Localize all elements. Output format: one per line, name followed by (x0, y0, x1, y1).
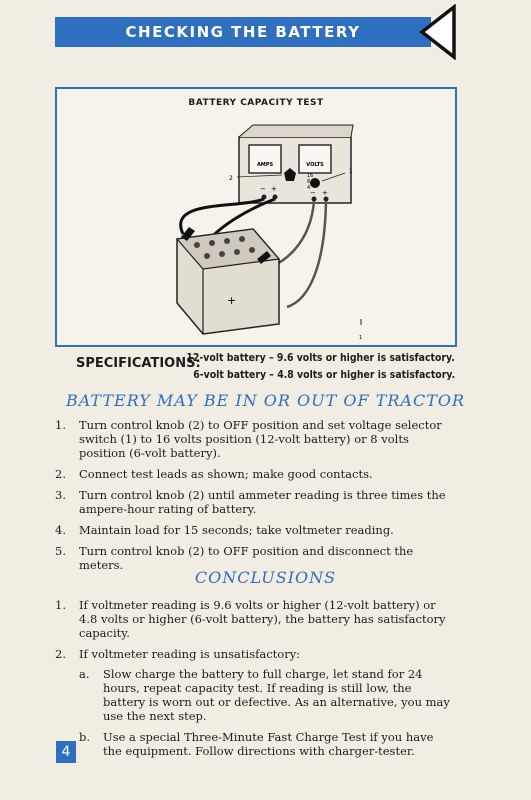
list-item: 3.Turn control knob (2) until ammeter re… (55, 488, 446, 516)
specifications-label: SPECIFICATIONS: (76, 356, 201, 371)
svg-text:+: + (227, 294, 236, 307)
page-title: CHECKING THE BATTERY (125, 23, 361, 41)
section-heading-battery-location: BATTERY MAY BE IN OR OUT OF TRACTOR (65, 391, 466, 410)
test-steps-list: 1.Turn control knob (2) to OFF position … (55, 418, 455, 579)
sub-list-item: a.Slow charge the battery to full charge… (79, 667, 450, 723)
svg-text:16: 16 (307, 173, 313, 179)
sub-list-item: b.Use a special Three-Minute Fast Charge… (79, 730, 434, 758)
header-bar: CHECKING THE BATTERY (55, 17, 431, 47)
sub-list: a.Slow charge the battery to full charge… (79, 667, 455, 758)
conclusions-list: 1.If voltmeter reading is 9.6 volts or h… (55, 598, 455, 765)
list-item: 2.Connect test leads as shown; make good… (55, 467, 373, 481)
voltage-selector (310, 178, 320, 188)
svg-text:8: 8 (307, 179, 310, 185)
spec-12-volt: 12-volt battery – 9.6 volts or higher is… (186, 351, 455, 364)
page-number: 4 (56, 741, 76, 763)
figure-title: BATTERY CAPACITY TEST (188, 98, 324, 108)
ammeter (248, 144, 282, 174)
list-item: 1.If voltmeter reading is 9.6 volts or h… (55, 598, 446, 640)
triangle-left-icon[interactable] (418, 4, 458, 60)
svg-text:2: 2 (229, 175, 233, 182)
voltmeter-label: VOLTS (306, 162, 324, 168)
list-item: 4.Maintain load for 15 seconds; take vol… (55, 523, 394, 537)
control-knob (284, 168, 296, 181)
svg-text:1: 1 (349, 168, 353, 175)
svg-text:1: 1 (359, 335, 362, 341)
list-item: 1.Turn control knob (2) to OFF position … (55, 418, 442, 460)
svg-text:−: − (260, 185, 266, 193)
svg-text:−: − (310, 189, 316, 197)
battery-test-figure: BATTERY CAPACITY TEST AMPS VOLTS 16 8 4 … (55, 87, 457, 347)
section-heading-conclusions: CONCLUSIONS (194, 568, 337, 587)
voltmeter (298, 144, 332, 174)
battery-tester-diagram: AMPS VOLTS 16 8 4 2 1 − + − + (175, 124, 362, 341)
spec-6-volt: 6-volt battery – 4.8 volts or higher is … (193, 368, 455, 381)
svg-text:4: 4 (307, 185, 310, 191)
svg-text:+: + (271, 185, 277, 193)
list-item: 5.Turn control knob (2) to OFF position … (55, 544, 414, 572)
ammeter-label: AMPS (257, 162, 274, 168)
list-item: 2.If voltmeter reading is unsatisfactory… (55, 647, 455, 758)
svg-text:+: + (322, 189, 328, 197)
